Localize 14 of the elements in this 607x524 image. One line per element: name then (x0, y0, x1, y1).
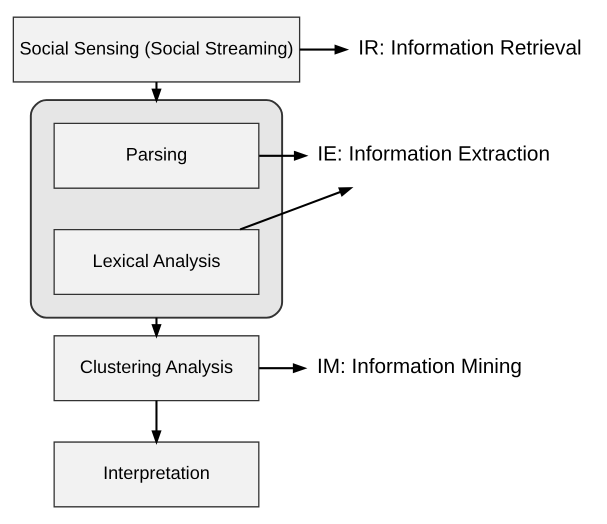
arrow (259, 150, 308, 161)
node-box: Parsing (54, 122, 260, 189)
node-box: Clustering Analysis (54, 335, 260, 402)
arrow (259, 363, 308, 374)
node-text: IE: Information Extraction (317, 142, 550, 166)
arrow (240, 187, 354, 230)
arrow (300, 44, 350, 55)
node-text: IM: Information Mining (316, 355, 522, 378)
node-text: IR: Information Retrieval (358, 36, 582, 60)
arrow (151, 400, 162, 445)
cluster (30, 99, 284, 319)
node-box: Interpretation (54, 441, 260, 508)
node-box: Social Sensing (Social Streaming) (12, 16, 300, 83)
node-box: Lexical Analysis (54, 228, 260, 296)
